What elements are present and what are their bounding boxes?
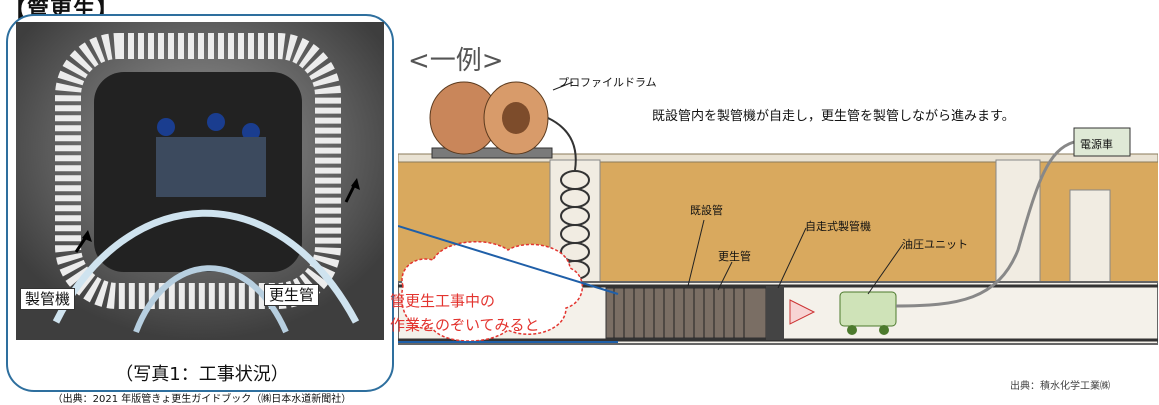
construction-photo: 製管機 更生管 <box>16 22 384 340</box>
credit-source: 出典：積水化学工業㈱ <box>1010 381 1110 392</box>
callout-cloud <box>401 240 584 342</box>
label-self-propelled-machine: 自走式製管機 <box>805 220 871 233</box>
manhole-middle <box>995 159 1041 291</box>
photo-frame: 製管機 更生管 （写真1：工事状況） （出典：2021 年版管きょ更生ガイドブッ… <box>6 14 394 405</box>
callout-line-1: 管更生工事中の <box>390 292 496 310</box>
power-vehicle <box>1073 127 1131 157</box>
label-profile-drum: プロファイルドラム <box>558 76 657 89</box>
label-renewal-pipe: 更生管 <box>264 284 320 306</box>
photo-caption: （写真1：工事状況） <box>115 364 289 385</box>
label-power-vehicle: 電源車 <box>1080 138 1113 151</box>
label-existing-pipe: 既設管 <box>690 204 723 217</box>
label-renewal-pipe: 更生管 <box>718 250 751 263</box>
label-hydraulic-unit: 油圧ユニット <box>902 238 968 251</box>
diagram-description: 既設管内を製管機が自走し，更生管を製管しながら進みます。 <box>652 109 1015 124</box>
hydraulic-unit <box>839 291 897 327</box>
label-machine: 製管機 <box>20 288 76 310</box>
callout-line-2: 作業をのぞいてみると <box>390 316 540 334</box>
renewal-pipe-section <box>605 287 767 339</box>
pipe-renewal-diagram <box>398 81 1158 345</box>
example-label: <一例> <box>408 46 504 76</box>
self-propelled-machine <box>766 286 784 340</box>
photo-source: （出典：2021 年版管きょ更生ガイドブック（㈱日本水道新聞社） <box>52 394 352 405</box>
manhole-right <box>1069 189 1111 291</box>
construction-photo-graphic <box>16 22 384 340</box>
